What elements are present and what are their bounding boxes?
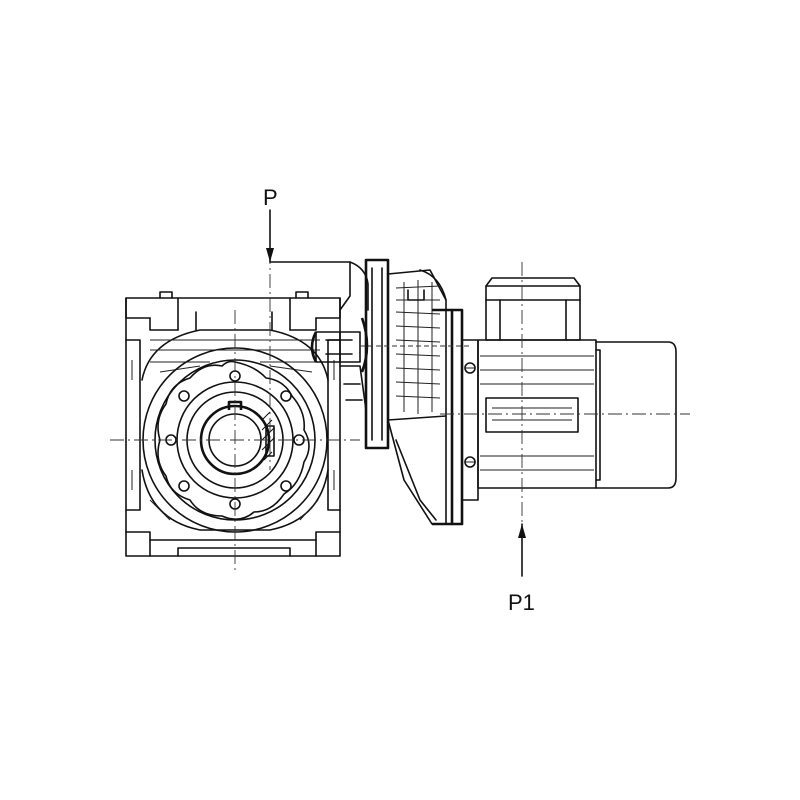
motor-flange-bolts xyxy=(464,362,476,468)
label-p: P xyxy=(263,185,278,210)
worm-input-shaft xyxy=(310,331,361,363)
worm-gearbox-housing xyxy=(125,291,341,557)
adapter-flange xyxy=(269,258,470,526)
label-p1: P1 xyxy=(508,590,535,615)
load-arrow-p1 xyxy=(518,523,526,577)
load-arrow-p xyxy=(266,209,274,263)
electric-motor xyxy=(452,277,677,526)
centerlines xyxy=(110,250,690,570)
